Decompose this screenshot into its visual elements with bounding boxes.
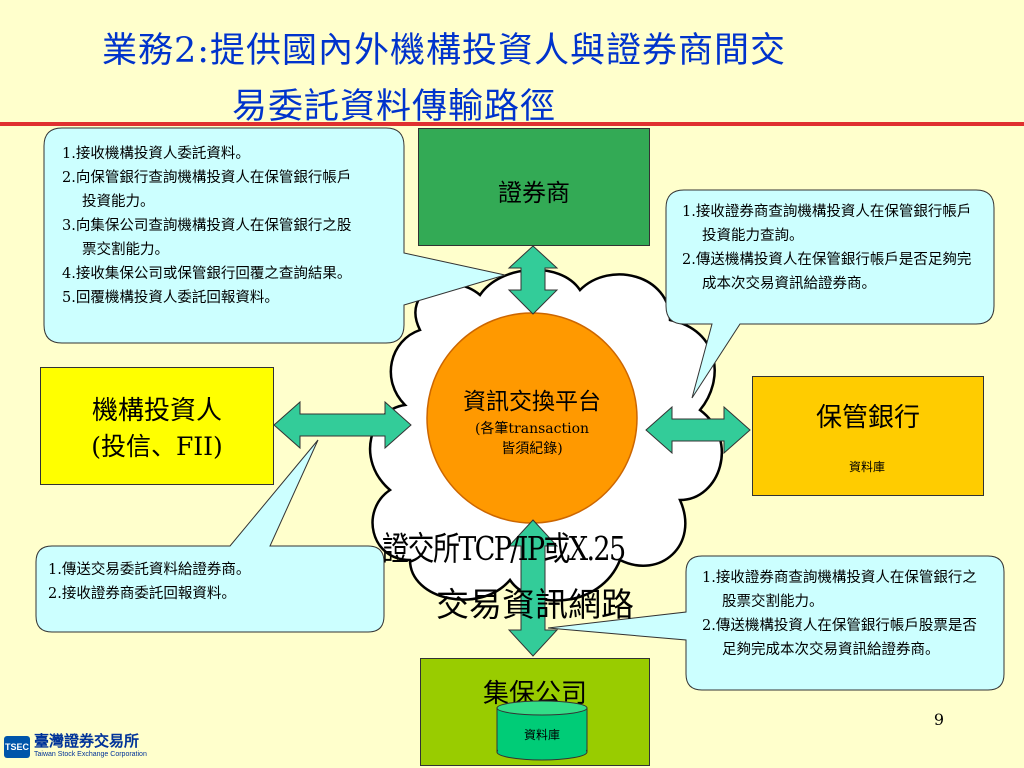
depository-callout-item-2: 2.傳送機構投資人在保管銀行帳戶股票是否足夠完成本次交易資訊給證券商。 [702, 618, 977, 658]
title-divider [0, 122, 1024, 126]
depository-database-icon [496, 700, 588, 761]
logo-name-cn: 臺灣證券交易所 [34, 733, 140, 750]
broker-callout-item-4: 4.接收集保公司或保管銀行回覆之查詢結果。 [62, 266, 352, 282]
broker-callout: 1.接收機構投資人委託資料。 2.向保管銀行查詢機構投資人在保管銀行帳戶投資能力… [62, 142, 362, 310]
page-title-line1: 業務2:提供國內外機構投資人與證券商間交 [102, 31, 787, 71]
broker-callout-item-3: 3.向集保公司查詢機構投資人在保管銀行之股票交割能力。 [62, 218, 352, 258]
depository-callout-shape [547, 555, 1005, 691]
broker-callout-item-5: 5.回覆機構投資人委託回報資料。 [62, 290, 279, 306]
network-label-line2: 交易資訊網路 [436, 585, 634, 624]
arrow-platform-depository [507, 519, 559, 657]
custodian-callout-item-1: 1.接收證券商查詢機構投資人在保管銀行帳戶投資能力查詢。 [682, 204, 972, 244]
arrow-broker-platform [507, 245, 559, 315]
investor-callout-item-2: 2.接收證券商委託回報資料。 [48, 586, 236, 602]
depository-callout: 1.接收證券商查詢機構投資人在保管銀行之股票交割能力。 2.傳送機構投資人在保管… [702, 566, 988, 662]
logo-name-en: Taiwan Stock Exchange Corporation [34, 751, 147, 758]
depository-callout-item-1: 1.接收證券商查詢機構投資人在保管銀行之股票交割能力。 [702, 570, 977, 610]
broker-callout-item-2: 2.向保管銀行查詢機構投資人在保管銀行帳戶投資能力。 [62, 170, 352, 210]
investor-callout-item-1: 1.傳送交易委託資料給證券商。 [48, 562, 251, 578]
custodian-callout-item-2: 2.傳送機構投資人在保管銀行帳戶是否足夠完成本次交易資訊給證券商。 [682, 252, 972, 292]
broker-callout-shape [43, 127, 506, 344]
investor-label-line2: (投信、FII) [91, 431, 223, 461]
platform-subtitle-line1: (各筆transaction [474, 421, 590, 437]
tsec-logo-icon: TSEC [4, 735, 30, 758]
network-label-line1: 證交所TCP/IP或X.25 [382, 529, 626, 568]
custodian-callout-shape [665, 189, 995, 399]
arrow-platform-custodian [645, 405, 751, 455]
custodian-label: 保管銀行 [815, 403, 920, 433]
custodian-database-label: 資料庫 [848, 460, 885, 474]
investor-node: 機構投資人 (投信、FII) [40, 367, 274, 485]
depository-database-label: 資料庫 [523, 728, 560, 742]
custodian-callout: 1.接收證券商查詢機構投資人在保管銀行帳戶投資能力查詢。 2.傳送機構投資人在保… [682, 200, 974, 296]
platform-subtitle-line2: 皆須紀錄) [501, 441, 563, 457]
broker-label: 證券商 [498, 179, 570, 207]
broker-callout-item-1: 1.接收機構投資人委託資料。 [62, 146, 250, 162]
arrow-investor-platform [273, 400, 412, 450]
investor-callout-shape [35, 439, 385, 633]
tsec-logo: TSEC 臺灣證券交易所 Taiwan Stock Exchange Corpo… [4, 734, 147, 759]
page-number: 9 [933, 710, 944, 729]
investor-label-line1: 機構投資人 [91, 395, 222, 426]
investor-callout: 1.傳送交易委託資料給證券商。 2.接收證券商委託回報資料。 [48, 558, 378, 606]
custodian-node: 保管銀行 [752, 376, 984, 496]
broker-node: 證券商 [418, 128, 650, 246]
page-title-line2: 易委託資料傳輸路徑 [232, 87, 557, 127]
platform-title: 資訊交換平台 [463, 389, 601, 415]
